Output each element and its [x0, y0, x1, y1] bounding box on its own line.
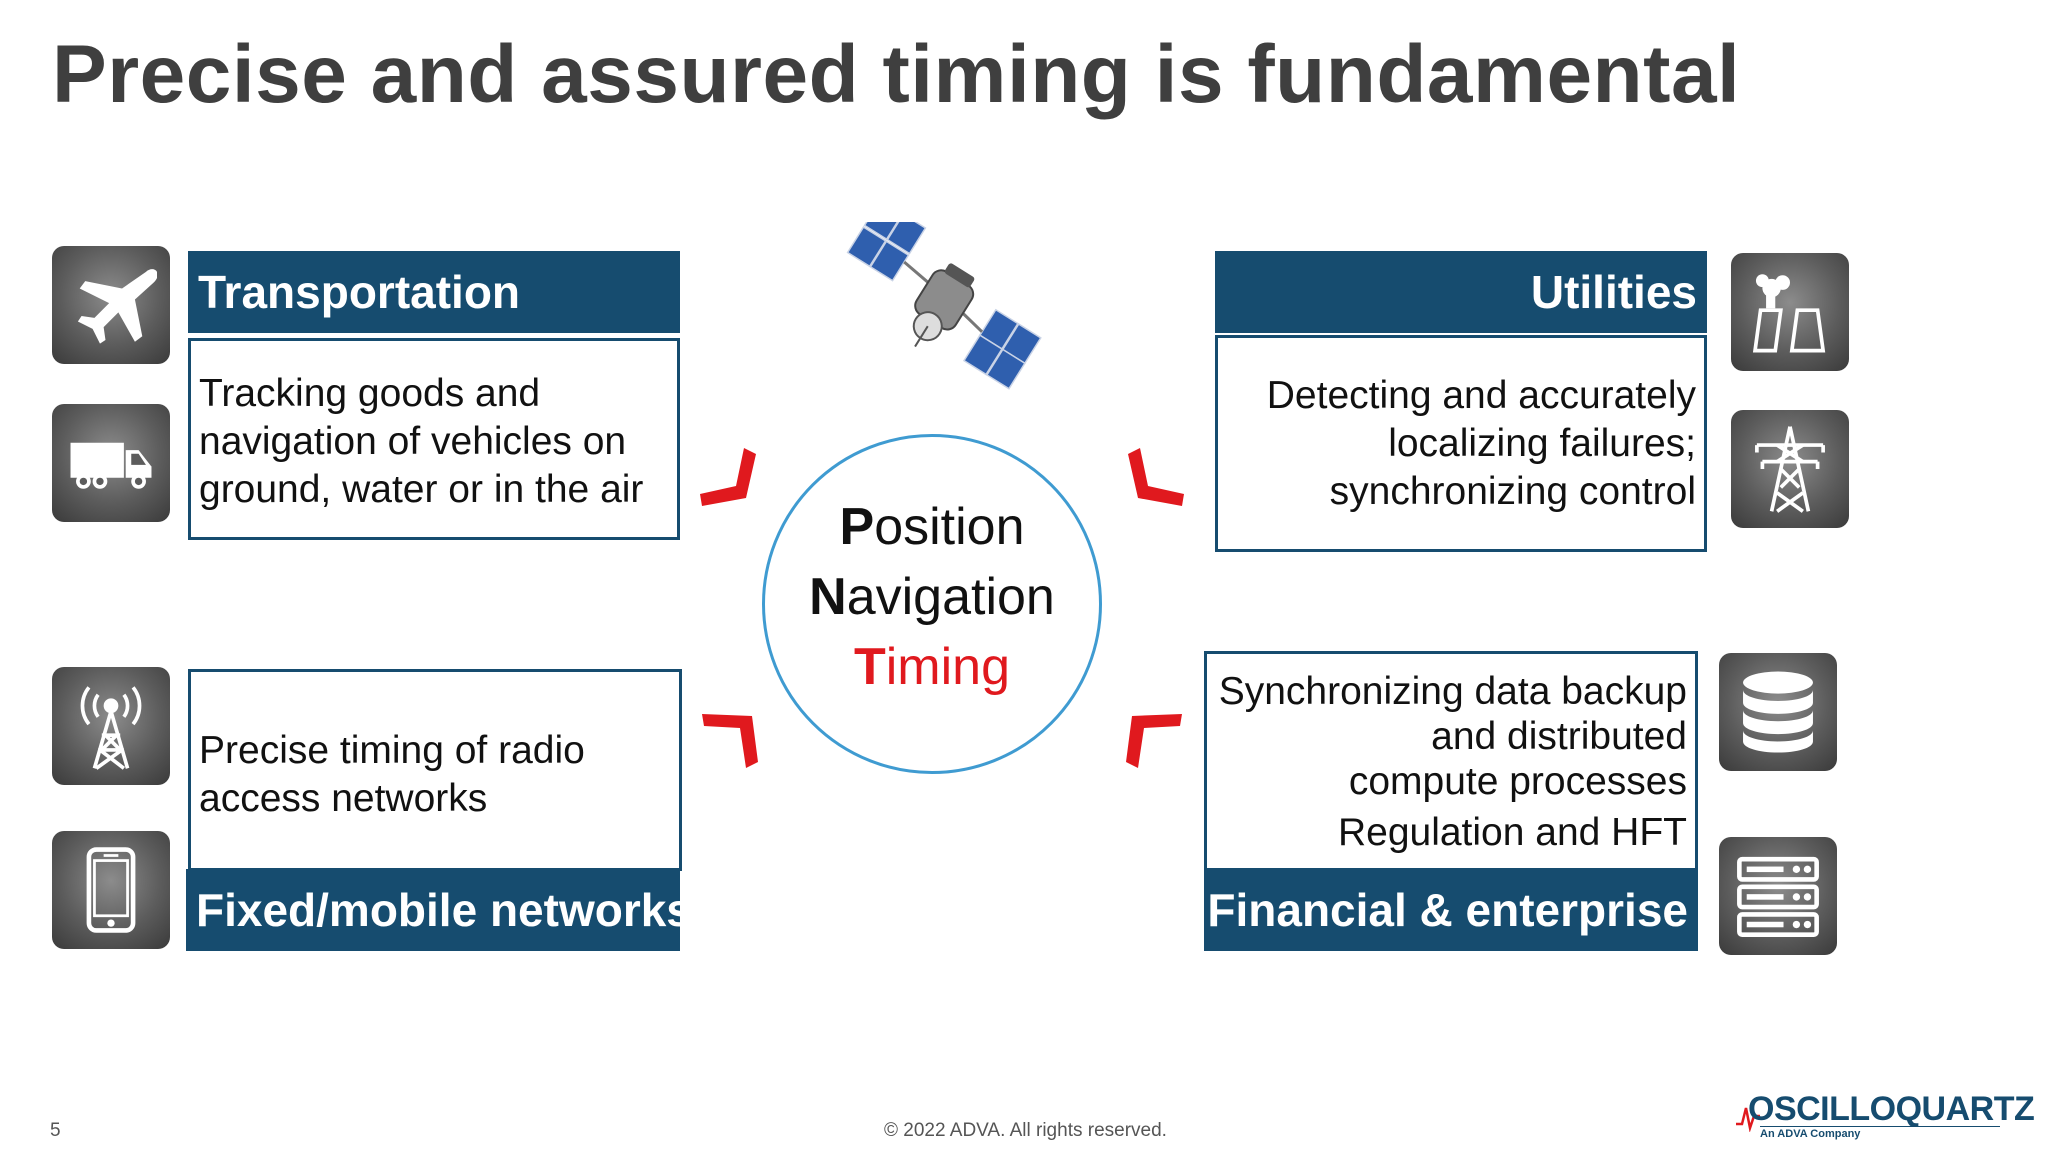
position-line: Position [839, 498, 1025, 556]
truck-icon [52, 404, 170, 522]
power-tower-icon [1731, 410, 1849, 528]
utilities-line: synchronizing control [1329, 470, 1696, 513]
financial-header: Financial & enterprise [1204, 869, 1698, 951]
power-plant-icon [1731, 253, 1849, 371]
chevron-bottom-left-icon [702, 714, 758, 768]
database-icon [1719, 653, 1837, 771]
page-number: 5 [50, 1120, 61, 1141]
copyright-text: © 2022 ADVA. All rights reserved. [884, 1120, 1167, 1141]
transportation-header: Transportation [188, 251, 680, 333]
utilities-header: Utilities [1215, 251, 1707, 333]
airplane-icon [52, 246, 170, 364]
logo-tagline: An ADVA Company [1760, 1128, 1861, 1140]
transportation-line: ground, water or in the air [199, 468, 644, 511]
satellite-icon [834, 198, 1062, 392]
networks-line: access networks [199, 777, 488, 820]
server-rack-icon [1719, 837, 1837, 955]
pnt-circle: Position Navigation Timing [762, 434, 1102, 774]
transportation-box: Tracking goods and navigation of vehicle… [188, 338, 680, 540]
networks-header: Fixed/mobile networks [186, 869, 692, 951]
transportation-line: navigation of vehicles on [199, 420, 627, 463]
networks-box: Precise timing of radio access networks [188, 669, 682, 871]
oscilloquartz-logo: OSCILLOQUARTZ An ADVA Company [1736, 1090, 2035, 1140]
navigation-line: Navigation [809, 568, 1055, 626]
utilities-line: localizing failures; [1388, 422, 1696, 465]
networks-line: Precise timing of radio [199, 729, 585, 772]
transportation-line: Tracking goods and [199, 372, 541, 415]
chevron-top-right-icon [1128, 448, 1184, 506]
timing-line: Timing [853, 638, 1011, 696]
slide-title: Precise and assured timing is fundamenta… [52, 29, 1741, 120]
utilities-line: Detecting and accurately [1266, 374, 1696, 417]
financial-line: compute processes [1348, 760, 1687, 803]
logo-wordmark: OSCILLOQUARTZ [1748, 1090, 2035, 1128]
financial-line: Synchronizing data backup [1218, 670, 1687, 713]
chevron-top-left-icon [700, 448, 756, 506]
financial-line: Regulation and HFT [1337, 811, 1687, 854]
logo-divider [1760, 1126, 2000, 1127]
radio-tower-icon [52, 667, 170, 785]
chevron-bottom-right-icon [1126, 714, 1182, 768]
financial-box: Synchronizing data backup and distribute… [1204, 651, 1698, 871]
financial-line: and distributed [1431, 715, 1687, 758]
utilities-box: Detecting and accurately localizing fail… [1215, 335, 1707, 552]
logo-pulse-icon [1736, 1107, 1760, 1132]
smartphone-icon [52, 831, 170, 949]
